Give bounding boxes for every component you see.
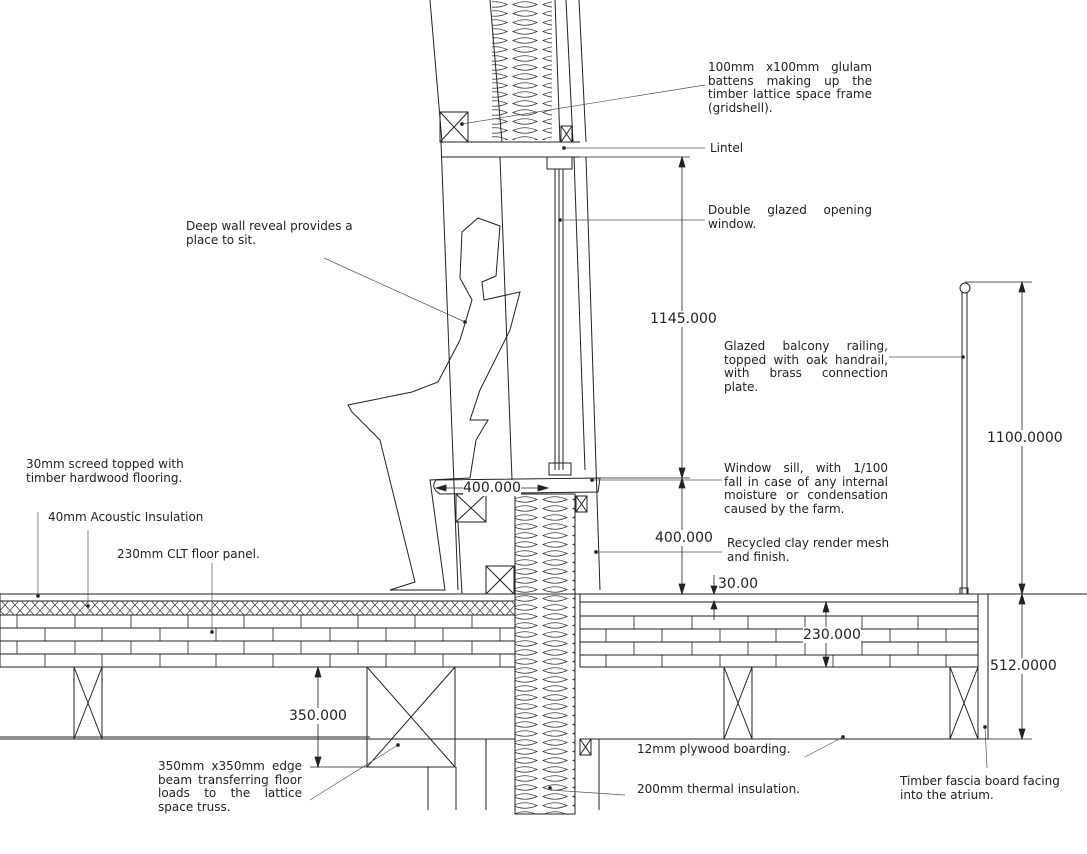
note-thermal: 200mm thermal insulation. [637, 782, 800, 796]
batten-upper [439, 111, 469, 143]
wall-outer-left [429, 0, 459, 591]
note-railing: Glazed balcony railing,topped with oak h… [724, 339, 888, 394]
note-acoustic: 40mm Acoustic Insulation [48, 510, 204, 524]
note-lintel: Lintel [710, 141, 744, 155]
screed-layer [0, 593, 516, 602]
dim-label-sill: 400.000 [655, 530, 713, 546]
reveal-insulation [514, 493, 576, 815]
dim-label-seat: 400.000 [463, 480, 521, 496]
clt-brick-joints [16, 615, 947, 667]
batten-floor [485, 565, 515, 595]
fascia-board [977, 593, 989, 740]
truss-right-1 [723, 666, 753, 740]
batten-sill [455, 493, 487, 523]
note-plywood: 12mm plywood boarding. [637, 742, 791, 756]
dim-label-railing: 1100.0000 [987, 430, 1063, 446]
batten-right-reveal [575, 495, 588, 513]
batten-small [560, 125, 573, 143]
batten-lower-right [579, 738, 592, 756]
acoustic-layer [0, 600, 516, 616]
dim-label-floor: 512.0000 [990, 658, 1057, 674]
edge-beam [366, 666, 456, 768]
truss-right-2 [949, 666, 979, 740]
seated-person [347, 217, 521, 591]
note-clt: 230mm CLT floor panel. [117, 547, 260, 561]
dim-label-window: 1145.000 [650, 311, 717, 327]
dim-label-screed: 30.00 [718, 576, 759, 592]
dim-label-beam: 350.000 [289, 708, 347, 724]
window-sill [433, 477, 601, 495]
upper-insulation [492, 0, 552, 140]
truss-left [73, 666, 103, 740]
balcony-railing [959, 282, 971, 595]
dim-label-clt: 230.000 [803, 627, 861, 643]
window-frame [546, 156, 573, 476]
